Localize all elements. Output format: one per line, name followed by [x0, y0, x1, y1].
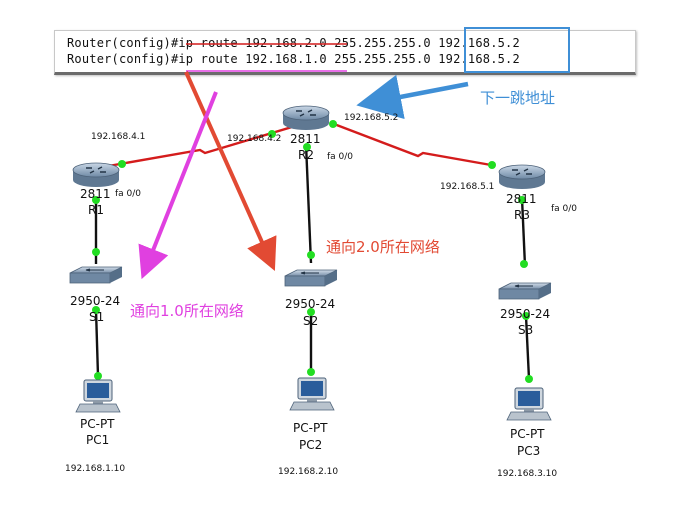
ip-label-r2-serial-left: 192.168.4.2	[227, 134, 281, 144]
router-r3-name: R3	[514, 208, 530, 222]
router-r1-port: fa 0/0	[115, 189, 141, 199]
router-r1-name: R1	[88, 203, 104, 217]
switch-s1-icon[interactable]	[69, 266, 123, 284]
switch-s3-model: 2950-24	[500, 307, 550, 321]
switch-s3-icon[interactable]	[498, 282, 552, 300]
switch-s3-name: S3	[518, 323, 533, 337]
router-r3-port: fa 0/0	[551, 204, 577, 214]
router-r3-icon[interactable]	[498, 164, 546, 189]
switch-s2-model: 2950-24	[285, 297, 335, 311]
router-r2-icon[interactable]	[282, 105, 330, 130]
switch-s1-model: 2950-24	[70, 294, 120, 308]
ip-label-r1-serial: 192.168.4.1	[91, 132, 145, 142]
pc3-icon[interactable]	[506, 387, 552, 421]
pc1-ip: 192.168.1.10	[65, 464, 125, 474]
next-hop-arrow	[356, 74, 469, 120]
serial-link-r1-r2	[96, 122, 303, 170]
switch-s2-icon[interactable]	[284, 269, 338, 287]
pc1-name: PC1	[86, 433, 109, 447]
next-hop-annotation: 下一跳地址	[480, 89, 555, 107]
router-r1-model: 2811	[80, 187, 111, 201]
pc2-model: PC-PT	[293, 421, 328, 435]
router-r3-model: 2811	[506, 192, 537, 206]
router-r1-icon[interactable]	[72, 162, 120, 187]
switch-s1-name: S1	[89, 310, 104, 324]
to-net-1-annotation: 通向1.0所在网络	[130, 302, 244, 320]
pc3-ip: 192.168.3.10	[497, 469, 557, 479]
router-r2-name: R2	[298, 148, 314, 162]
pc1-model: PC-PT	[80, 417, 115, 431]
to-net-2-arrow	[184, 71, 277, 271]
to-net-1-arrow	[138, 91, 218, 280]
ip-label-r3-serial: 192.168.5.1	[440, 182, 494, 192]
link-r2-s2	[304, 143, 313, 264]
router-r2-model: 2811	[290, 132, 321, 146]
cli-window: Router(config)#ip route 192.168.2.0 255.…	[54, 30, 636, 75]
serial-link-r2-r3	[333, 122, 492, 167]
to-net-2-annotation: 通向2.0所在网络	[326, 238, 440, 256]
pc1-icon[interactable]	[75, 379, 121, 413]
port-indicators	[92, 120, 533, 383]
cli-command-line-2: Router(config)#ip route 192.168.1.0 255.…	[67, 52, 520, 66]
pc2-name: PC2	[299, 438, 322, 452]
pc3-model: PC-PT	[510, 427, 545, 441]
cli-command-line-1: Router(config)#ip route 192.168.2.0 255.…	[67, 36, 520, 50]
ip-label-r2-serial-right: 192.168.5.2	[344, 113, 398, 123]
next-hop-highlight-box	[464, 27, 570, 73]
link-s1-pc1	[94, 309, 100, 377]
switch-s2-name: S2	[303, 314, 318, 328]
pc3-name: PC3	[517, 444, 540, 458]
link-r3-s3	[520, 197, 527, 267]
pc2-icon[interactable]	[289, 377, 335, 411]
link-s3-pc3	[524, 315, 531, 380]
router-r2-port: fa 0/0	[327, 152, 353, 162]
pc2-ip: 192.168.2.10	[278, 467, 338, 477]
